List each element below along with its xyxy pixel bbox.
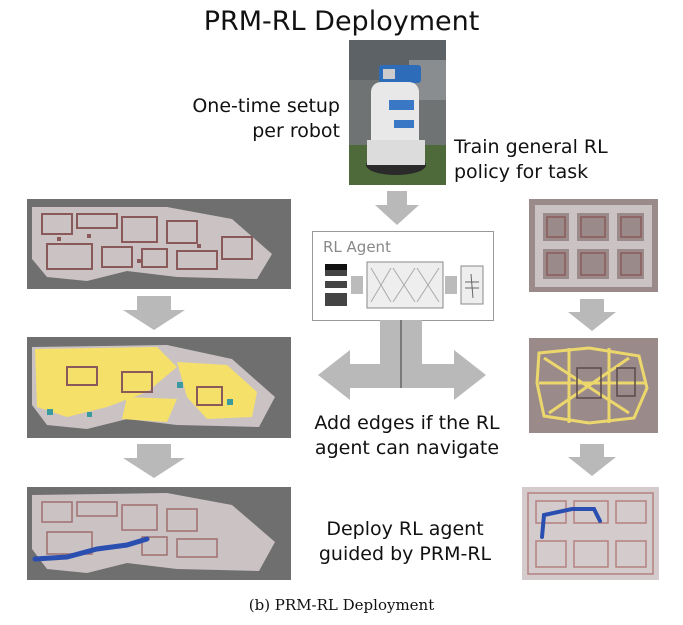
diagram-title: PRM-RL Deployment [203, 6, 480, 37]
split-arrow [318, 320, 486, 400]
arrow-down-right-2 [566, 444, 618, 478]
train-label: Train general RL policy for task [454, 136, 608, 183]
rl-agent-box: RL Agent [312, 231, 494, 321]
neural-network-icon [325, 261, 484, 309]
right-floor-map [529, 199, 658, 292]
right-roadmap [529, 338, 658, 433]
arrow-down-robot [373, 191, 421, 227]
deploy-label: Deploy RL agent guided by PRM-RL [318, 518, 492, 565]
right-deploy-map [522, 487, 659, 580]
left-deploy-map [27, 487, 291, 580]
figure-caption: (b) PRM-RL Deployment [248, 596, 435, 614]
left-roadmap [27, 337, 291, 438]
arrow-down-left-1 [121, 296, 187, 332]
arrow-down-right-1 [566, 299, 618, 333]
left-floor-map [27, 199, 291, 289]
rl-agent-title: RL Agent [323, 238, 391, 256]
arrow-down-left-2 [121, 444, 187, 480]
add-edges-label: Add edges if the RL agent can navigate [314, 412, 500, 459]
setup-label: One-time setup per robot [192, 95, 340, 142]
robot-photo [349, 40, 446, 185]
